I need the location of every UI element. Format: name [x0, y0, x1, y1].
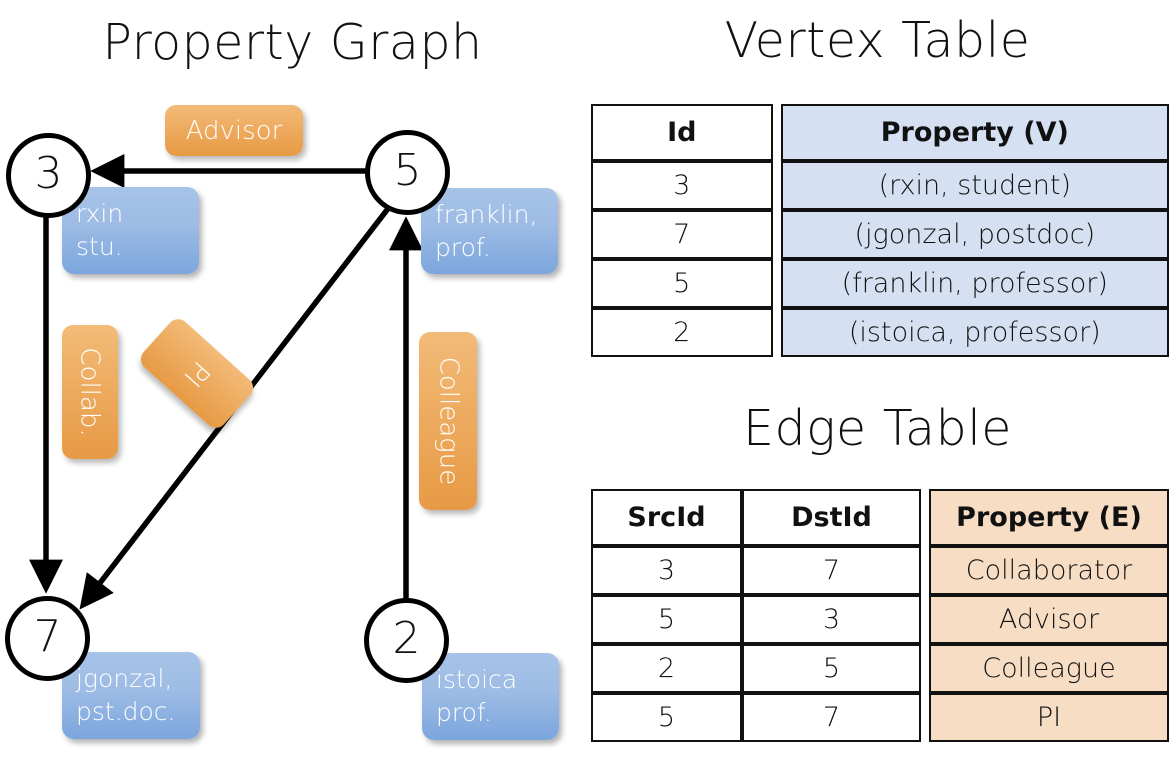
page-title-edge-table: Edge Table	[743, 400, 1012, 457]
edge-table-header-dstid: DstId	[742, 489, 921, 546]
edge-label-advisor: Advisor	[165, 105, 303, 156]
edge-table-column-gap	[921, 644, 929, 693]
vertex-table: Id Property (V) 3 (rxin, student) 7 (jgo…	[591, 104, 1169, 357]
page-title-vertex-table: Vertex Table	[724, 12, 1031, 69]
edge-label-pi-text: PI	[178, 354, 216, 393]
edge-table: SrcId DstId Property (E) 3 7 Collaborato…	[591, 489, 1169, 742]
vertex-table-column-gap	[772, 308, 781, 357]
graph-node-5-label: 5	[393, 144, 422, 196]
vertex-table-column-gap	[772, 259, 781, 308]
table-row: 5 3 Advisor	[591, 595, 1169, 644]
graph-node-3[interactable]: 3	[6, 133, 91, 218]
edge-label-colleague: Colleague	[419, 332, 477, 510]
edge-table-column-gap	[921, 546, 929, 595]
page-title-property-graph: Property Graph	[102, 14, 483, 71]
vertex-table-header-row: Id Property (V)	[591, 104, 1169, 161]
edge-cell-property: Collaborator	[929, 546, 1169, 595]
edge-cell-property: PI	[929, 693, 1169, 742]
vertex-cell-property: (rxin, student)	[780, 161, 1169, 210]
vertex-cell-id: 3	[591, 161, 773, 210]
edge-cell-srcid: 5	[591, 595, 742, 644]
table-row: 5 7 PI	[591, 693, 1169, 742]
edge-cell-srcid: 2	[591, 644, 742, 693]
edge-cell-property: Colleague	[929, 644, 1169, 693]
graph-node-2-label: 2	[392, 612, 421, 664]
graph-node-7-label: 7	[33, 610, 62, 662]
graph-node-7[interactable]: 7	[5, 596, 90, 681]
edge-table-header-srcid: SrcId	[591, 489, 742, 546]
edge-label-collab: Collab.	[62, 325, 118, 459]
vertex-table-column-gap	[772, 161, 781, 210]
edge-cell-srcid: 3	[591, 546, 742, 595]
graph-node-5[interactable]: 5	[365, 130, 450, 215]
edge-table-column-gap	[921, 595, 929, 644]
edge-cell-dstid: 7	[742, 546, 921, 595]
edge-cell-srcid: 5	[591, 693, 742, 742]
table-row: 2 5 Colleague	[591, 644, 1169, 693]
edge-cell-dstid: 3	[742, 595, 921, 644]
vertex-cell-id: 7	[591, 210, 773, 259]
vertex-cell-id: 5	[591, 259, 773, 308]
vertex-cell-property: (franklin, professor)	[780, 259, 1169, 308]
vertex-property-box-7: jgonzal, pst.doc.	[62, 652, 200, 739]
vertex-table-column-gap	[772, 210, 781, 259]
table-row: 7 (jgonzal, postdoc)	[591, 210, 1169, 259]
table-row: 3 7 Collaborator	[591, 546, 1169, 595]
vertex-cell-id: 2	[591, 308, 773, 357]
edge-cell-dstid: 7	[742, 693, 921, 742]
table-row: 5 (franklin, professor)	[591, 259, 1169, 308]
vertex-cell-property: (jgonzal, postdoc)	[780, 210, 1169, 259]
graph-node-2[interactable]: 2	[364, 598, 449, 683]
vertex-table-header-id: Id	[591, 104, 773, 161]
vertex-property-box-2: istoica prof.	[422, 653, 559, 740]
vertex-property-box-3: rxin stu.	[62, 187, 199, 274]
edge-table-header-property: Property (E)	[929, 489, 1169, 546]
table-row: 2 (istoica, professor)	[591, 308, 1169, 357]
edge-cell-dstid: 5	[742, 644, 921, 693]
edge-table-column-gap	[921, 693, 929, 742]
vertex-cell-property: (istoica, professor)	[780, 308, 1169, 357]
edge-label-collab-text: Collab.	[75, 347, 105, 437]
vertex-table-header-property: Property (V)	[780, 104, 1169, 161]
edge-label-advisor-text: Advisor	[185, 115, 283, 146]
edge-table-column-gap	[921, 489, 929, 546]
vertex-table-column-gap	[772, 104, 781, 161]
edge-label-colleague-text: Colleague	[433, 356, 464, 486]
vertex-property-box-5: franklin, prof.	[421, 188, 558, 274]
edge-cell-property: Advisor	[929, 595, 1169, 644]
table-row: 3 (rxin, student)	[591, 161, 1169, 210]
edge-table-header-row: SrcId DstId Property (E)	[591, 489, 1169, 546]
graph-node-3-label: 3	[34, 147, 63, 199]
